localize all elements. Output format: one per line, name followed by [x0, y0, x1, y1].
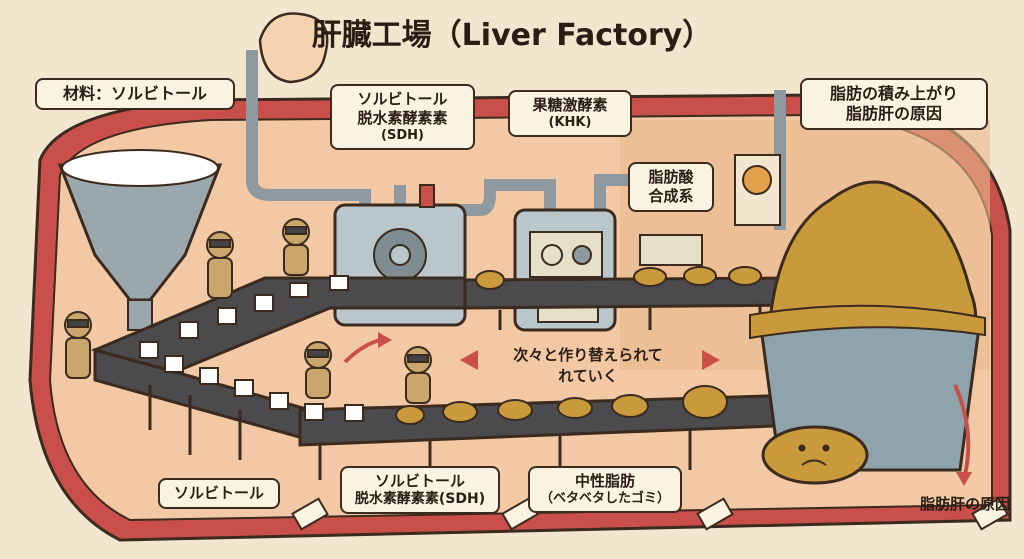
label-sdh-line2: 脱水素酵素素: [357, 108, 448, 127]
conveyor-note-line1: 次々と作り替えられて: [513, 346, 663, 364]
worker-4: [304, 341, 332, 399]
arrow-to-cause: [953, 384, 971, 476]
atom-icon: [541, 244, 563, 266]
label-fat-pile: 脂肪の積み上がり 脂肪肝の原因: [800, 78, 988, 130]
conveyor-note-line2: れていく: [558, 367, 618, 385]
label-material: 材料：ソルビトール: [35, 78, 235, 110]
sorbitol-cubes: [139, 275, 364, 422]
label-fa-line2: 合成系: [648, 186, 694, 205]
label-sdh-line3: (SDH): [381, 127, 424, 143]
fat-spill: [761, 425, 869, 485]
label-fatty-acid: 脂肪酸 合成系: [628, 162, 714, 212]
label-neutral-fat-line1: 中性脂肪: [574, 472, 635, 490]
label-sdh-bottom-line2: 脱水素酵素素(SDH): [354, 490, 486, 507]
label-neutral-fat: 中性脂肪 （ベタベタしたゴミ）: [528, 466, 682, 513]
pipe-right: [594, 174, 640, 210]
label-sdh-bottom: ソルビトール 脱水素酵素素(SDH): [340, 466, 500, 515]
fat-blobs: [395, 266, 762, 425]
workers: [64, 218, 432, 404]
blob-head: [258, 12, 329, 84]
arrow-right-head: [702, 350, 720, 370]
page-title: 肝臓工場（Liver Factory）: [311, 18, 713, 53]
small-gear-icon: [572, 245, 592, 265]
arrow-cause-head: [956, 472, 972, 486]
sad-face-icon: [798, 444, 830, 466]
label-sdh-machine: ソルビトール 脱水素酵素素 (SDH): [330, 84, 475, 150]
label-sdh-line1: ソルビトール: [357, 90, 448, 108]
arrow-head-sdh: [378, 332, 392, 348]
arrow-left-head: [460, 350, 478, 370]
gear-hub: [389, 244, 411, 266]
lightning-icon: [639, 234, 703, 266]
label-fat-pile-line1: 脂肪の積み上がり: [829, 84, 958, 103]
label-material-text: 材料：ソルビトール: [62, 84, 207, 103]
label-sdh-bottom-line1: ソルビトール: [374, 472, 465, 490]
label-fa-line1: 脂肪酸: [648, 168, 694, 186]
arrow-into-sdh: [343, 338, 381, 364]
hopper-spout: [127, 299, 153, 331]
label-khk-line2: (KHK): [548, 114, 592, 130]
fat-overflow: [749, 304, 986, 340]
fat-pile: [768, 180, 978, 347]
label-neutral-fat-line2: （ベタベタしたゴミ）: [539, 490, 670, 506]
worker-5: [404, 346, 432, 404]
label-fatty-liver-cause: 脂肪肝の原因: [919, 495, 1010, 513]
conveyor-legs: [148, 305, 762, 480]
sorbitol-in-hopper: [61, 149, 219, 187]
label-fat-pile-line2: 脂肪肝の原因: [845, 104, 942, 123]
label-sorbitol-bottom-text: ソルビトール: [173, 484, 264, 502]
label-khk-line1: 果糖激酵素: [532, 96, 608, 114]
worker-1: [64, 311, 92, 379]
domino-icon: [291, 497, 1009, 531]
worker-3: [282, 218, 310, 276]
worker-2: [206, 231, 234, 299]
pie-gauge-icon: [742, 165, 772, 195]
conveyor-note: 次々と作り替えられて れていく: [488, 344, 688, 386]
pipe-mid: [460, 179, 556, 216]
label-khk: 果糖激酵素 (KHK): [508, 90, 632, 137]
pipe-left: [246, 50, 371, 215]
label-sorbitol-bottom: ソルビトール: [158, 478, 280, 509]
sdh-cylinder: [419, 184, 435, 208]
